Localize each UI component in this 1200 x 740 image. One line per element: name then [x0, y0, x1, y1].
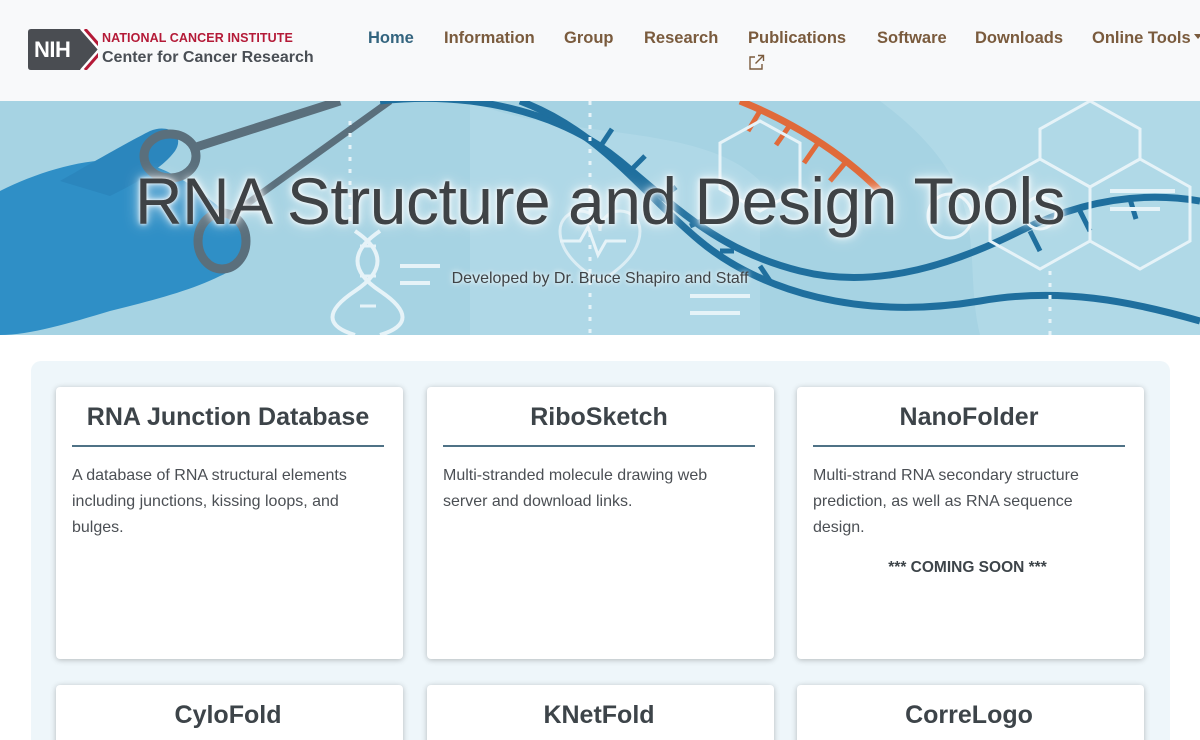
card-correlogo[interactable]: CorreLogo — [797, 685, 1144, 740]
nav-downloads[interactable]: Downloads — [975, 29, 1064, 47]
hero-banner: RNA Structure and Design Tools Developed… — [0, 101, 1200, 335]
card-knetfold[interactable]: KNetFold — [427, 685, 774, 740]
hero-subtitle: Developed by Dr. Bruce Shapiro and Staff — [451, 270, 749, 287]
nav-online-tools-label: Online Tools — [1092, 29, 1191, 47]
nav-group[interactable]: Group — [564, 29, 614, 47]
nav-publications-label: Publications — [748, 29, 847, 47]
caret-down-icon — [1193, 34, 1200, 39]
nav-publications[interactable]: Publications — [748, 28, 847, 70]
site-header: NIH NATIONAL CANCER INSTITUTE Center for… — [0, 0, 1200, 101]
nih-nci-logo[interactable]: NIH NATIONAL CANCER INSTITUTE Center for… — [28, 29, 314, 70]
nih-badge-text: NIH — [34, 37, 71, 62]
card-nanofolder[interactable]: NanoFolder Multi-strand RNA secondary st… — [797, 387, 1144, 659]
card-title: KNetFold — [543, 701, 655, 729]
card-title: RiboSketch — [530, 403, 668, 431]
external-link-icon — [748, 54, 765, 76]
card-divider — [443, 445, 755, 447]
hero-title: RNA Structure and Design Tools — [134, 164, 1066, 238]
card-title: CorreLogo — [905, 701, 1033, 729]
card-divider — [813, 445, 1125, 447]
card-title: RNA Junction Database — [86, 403, 370, 431]
card-rna-junction-database[interactable]: RNA Junction Database A database of RNA … — [56, 387, 403, 659]
nav-online-tools[interactable]: Online Tools — [1092, 28, 1200, 48]
logo-center: Center for Cancer Research — [102, 49, 314, 66]
logo-text: NATIONAL CANCER INSTITUTE Center for Can… — [102, 31, 314, 68]
nav-home[interactable]: Home — [368, 29, 414, 47]
card-description: A database of RNA structural elements in… — [72, 467, 347, 536]
nav-research[interactable]: Research — [644, 29, 719, 47]
card-ribosketch[interactable]: RiboSketch Multi-stranded molecule drawi… — [427, 387, 774, 659]
card-cylofold[interactable]: CyloFold — [56, 685, 403, 740]
card-title: NanoFolder — [899, 403, 1039, 431]
nav-information[interactable]: Information — [444, 29, 535, 47]
card-description: Multi-stranded molecule drawing web serv… — [443, 467, 708, 510]
card-title: CyloFold — [174, 701, 282, 729]
card-description: Multi-strand RNA secondary structure pre… — [813, 467, 1079, 536]
coming-soon-note: *** COMING SOON *** — [888, 559, 1047, 576]
hero-background-illustration — [0, 101, 1200, 335]
card-divider — [72, 445, 384, 447]
nih-badge: NIH — [28, 29, 98, 70]
nav-software[interactable]: Software — [877, 29, 947, 47]
logo-institute: NATIONAL CANCER INSTITUTE — [102, 31, 293, 45]
